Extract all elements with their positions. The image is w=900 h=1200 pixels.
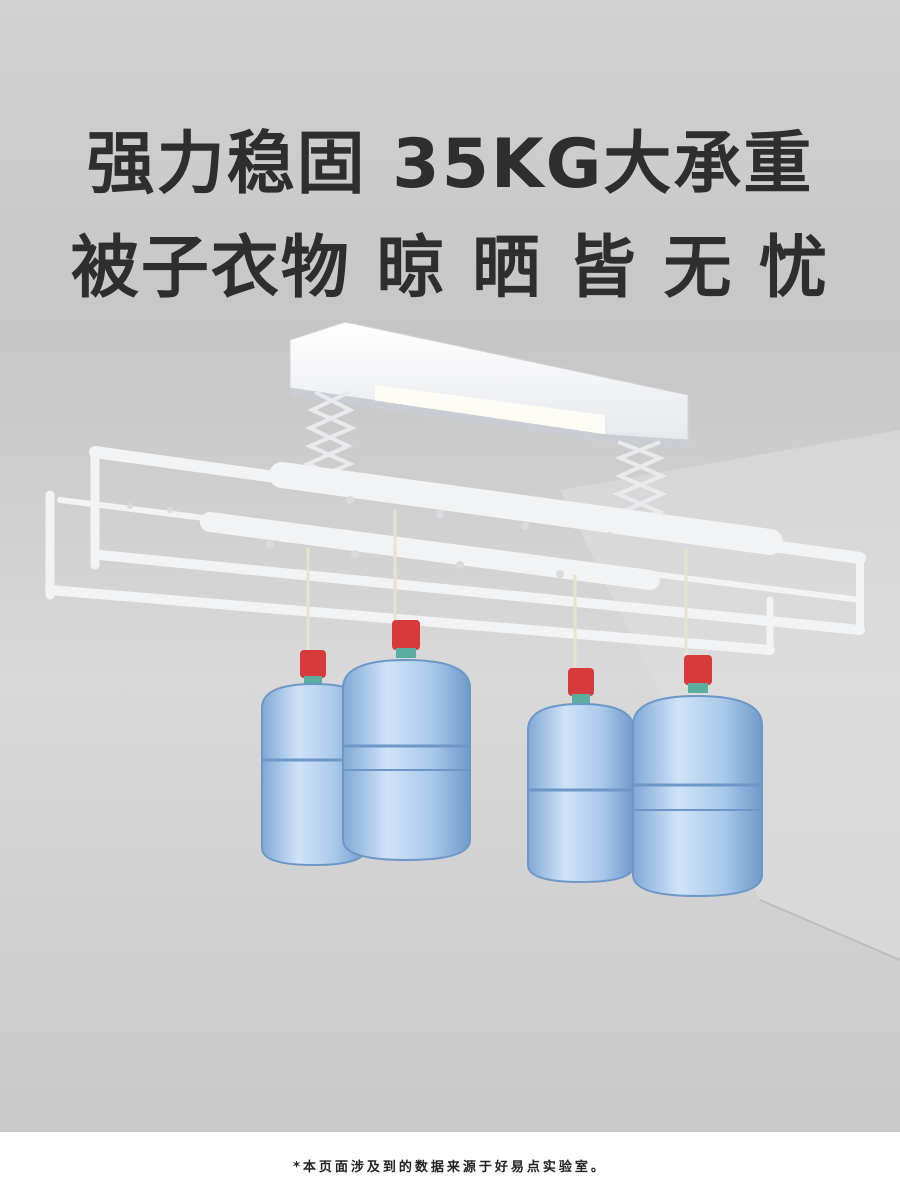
ropes (306, 510, 688, 672)
water-bottle-3 (527, 668, 635, 884)
headline-line-2: 被子衣物 晾 晒 皆 无 忧 (70, 229, 830, 308)
drying-rack-illustration (45, 321, 900, 961)
product-scene: 强力稳固 35KG大承重 被子衣物 晾 晒 皆 无 忧 (0, 0, 900, 1132)
water-bottle-1 (261, 650, 367, 867)
wall-corner (560, 430, 900, 961)
water-bottle-4 (632, 655, 763, 898)
rack-housing (289, 321, 689, 448)
rack-hooks (127, 496, 803, 578)
water-bottle-2 (342, 620, 471, 862)
headline-line-1: 强力稳固 35KG大承重 (86, 125, 814, 204)
footer: *本页面涉及到的数据来源于好易点实验室。 (0, 1132, 900, 1200)
data-source-note: *本页面涉及到的数据来源于好易点实验室。 (293, 1160, 607, 1175)
